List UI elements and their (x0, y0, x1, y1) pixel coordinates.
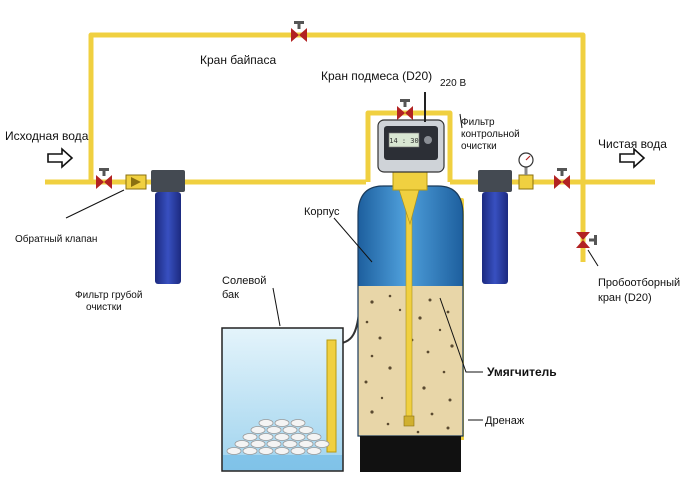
control-valve-head: 14 : 30 (377, 92, 445, 191)
softener-tank-outline (357, 185, 464, 437)
fine-filter-cap (478, 170, 512, 192)
coarse-filter (151, 170, 185, 284)
fine-filter (478, 170, 512, 284)
pipework (45, 32, 655, 440)
clean-water-label: Чистая вода (598, 137, 667, 151)
bypass-valve-label: Кран байпаса (200, 53, 276, 67)
bottom-strainer (403, 415, 415, 427)
housing-label: Корпус (304, 206, 340, 218)
check-valve-icon (125, 174, 147, 190)
salt-tank-brine-well (326, 339, 337, 453)
softener-tank-base (360, 436, 461, 472)
controller-neck (392, 169, 428, 191)
riser-tube (405, 195, 413, 422)
salt-tank-water-layer (223, 455, 342, 470)
valve-icon[interactable] (554, 168, 570, 189)
valve-icon[interactable] (291, 21, 307, 42)
softener-tank (357, 185, 464, 472)
mix-valve-label: Кран подмеса (D20) (321, 69, 432, 83)
coarse-filter-label-line2: очистки (86, 302, 122, 313)
coarse-filter-bowl (155, 192, 181, 284)
sample-valve-label-line2: кран (D20) (598, 292, 652, 304)
check-valve-label: Обратный клапан (15, 233, 97, 245)
media-granules (364, 294, 454, 434)
salt-tank (221, 327, 344, 472)
salt-tank-label-line2: бак (222, 289, 239, 301)
controller-display (388, 132, 420, 148)
pressure-gauge-icon (518, 152, 534, 190)
valve-icon[interactable] (397, 99, 413, 120)
fine-filter-bowl (482, 192, 508, 284)
salt-pellets-icon (226, 419, 330, 455)
leader-lines (65, 113, 599, 421)
controller-button (424, 136, 432, 144)
coarse-filter-cap (151, 170, 185, 192)
fine-filter-label-line3: очистки (461, 141, 497, 152)
coarse-filter-label-line1: Фильтр грубой (75, 289, 142, 301)
sample-valve-label-line1: Пробоотборный (598, 277, 680, 289)
fine-filter-label-line2: контрольной (461, 129, 520, 140)
softener-label: Умягчитель (487, 365, 557, 379)
controller-display-text: 14 : 30 (389, 137, 419, 145)
voltage-label: 220 В (440, 78, 466, 89)
arrow-right-icon (47, 147, 74, 169)
power-cable (424, 92, 426, 122)
source-water-label: Исходная вода (5, 129, 89, 143)
arrow-right-icon (619, 147, 646, 169)
valve-icon[interactable] (96, 168, 112, 189)
fine-filter-label-line1: Фильтр (461, 117, 495, 128)
salt-tank-label-line1: Солевой (222, 275, 266, 287)
valve-icon[interactable] (576, 232, 597, 248)
bypass-pipe (88, 32, 586, 182)
drain-label: Дренаж (485, 415, 525, 427)
